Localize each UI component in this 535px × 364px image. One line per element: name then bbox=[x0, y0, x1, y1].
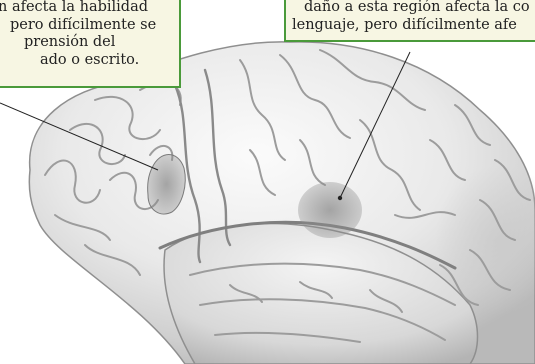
pointer-dot-right bbox=[338, 196, 342, 200]
callout-right-line-2: lenguaje, pero difícilmente afe bbox=[292, 17, 535, 35]
callout-left-line-2: pero difícilmente se bbox=[0, 17, 179, 35]
wernickes-area-highlight bbox=[298, 182, 362, 238]
callout-left-line-4: ado o escrito. bbox=[0, 52, 179, 70]
callout-left-line-3: prensión del bbox=[0, 34, 179, 52]
callout-right-line-1: daño a esta región afecta la co bbox=[304, 0, 535, 17]
callout-left-line-1: n afecta la habilidad bbox=[0, 0, 179, 17]
callout-right: daño a esta región afecta la co lenguaje… bbox=[284, 0, 535, 42]
callout-left: n afecta la habilidad pero difícilmente … bbox=[0, 0, 181, 88]
